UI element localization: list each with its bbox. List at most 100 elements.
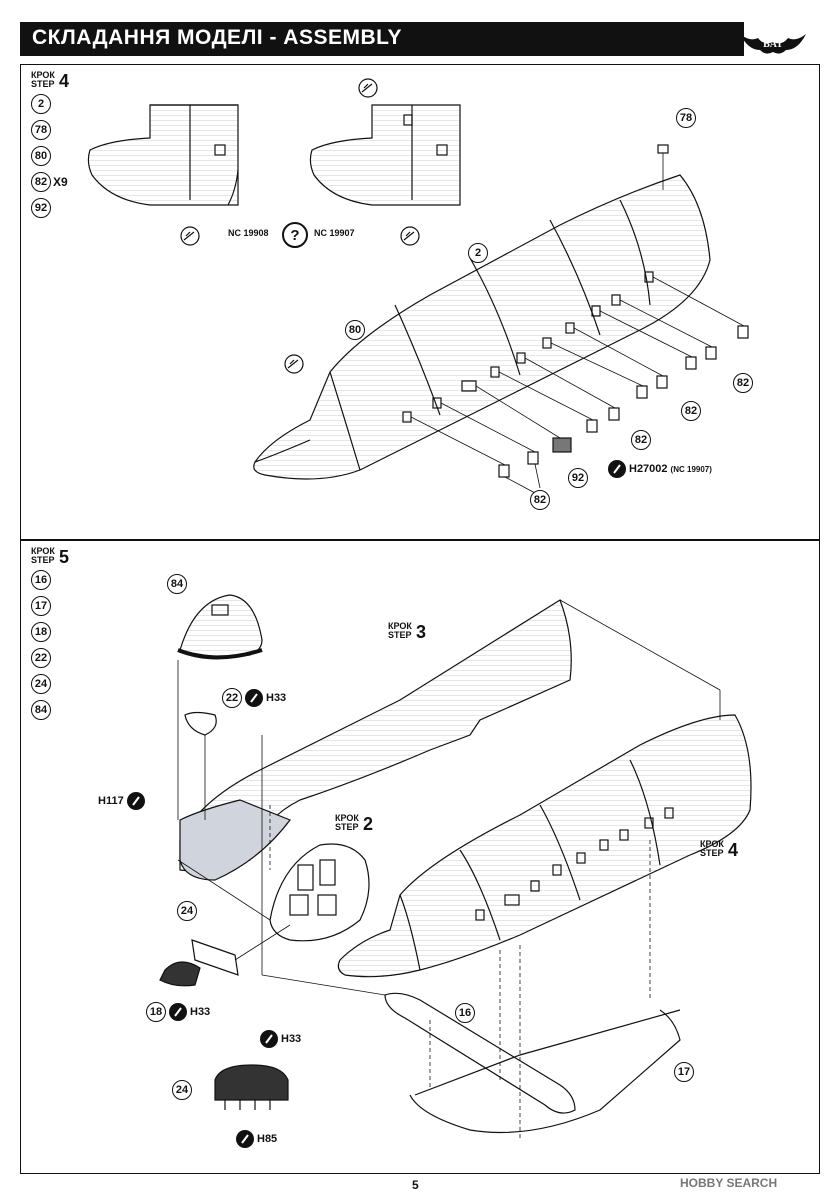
step4-krok: КРОК (31, 70, 55, 80)
callout-2: 2 (468, 243, 488, 263)
header-bar: СКЛАДАННЯ МОДЕЛІ - ASSEMBLY (20, 22, 744, 56)
paint-brush-icon (126, 792, 145, 810)
callout-16: 16 (455, 1003, 475, 1023)
glue-icon (180, 78, 420, 374)
paint-callout-h27002: H27002 (NC 19907) (608, 460, 712, 478)
variant-nc19908: NC 19908 (228, 228, 269, 238)
callout-92: 92 (568, 468, 588, 488)
guide-lines-step5 (177, 599, 721, 1140)
ref-krok: КРОК (700, 839, 724, 849)
ref-number: 2 (363, 814, 374, 834)
step4-step: STEP (31, 79, 55, 89)
ref-number: 3 (416, 622, 427, 642)
callout-18: 18 (146, 1002, 166, 1022)
part-number: 78 (31, 120, 51, 140)
nose-view-nc19908 (87, 104, 239, 206)
callout-82: 82 (530, 490, 550, 510)
watermark: HOBBY SEARCH (680, 1176, 778, 1190)
nose-part-24 (159, 939, 239, 987)
callout-h85: H85 (236, 1130, 277, 1148)
part-number: 16 (31, 570, 51, 590)
callout-22-h33: 22 H33 (222, 688, 286, 708)
ref-step2-label: КРОК STEP 2 (335, 813, 373, 834)
window-part-22 (184, 711, 217, 736)
list-item: 22 (31, 645, 51, 671)
callout-82: 82 (681, 401, 701, 421)
callout-82: 82 (733, 373, 753, 393)
cockpit-interior-step2 (269, 843, 370, 942)
fuselage-step4 (253, 174, 711, 480)
paint-brush-icon (236, 1130, 254, 1148)
callout-78: 78 (676, 108, 696, 128)
callout-84: 84 (167, 574, 187, 594)
list-item: 78 (31, 117, 68, 143)
callout-22: 22 (222, 688, 242, 708)
paint-brush-icon (245, 689, 263, 707)
step4-label: КРОК STEP 4 (31, 70, 69, 91)
nose-view-nc19907 (309, 104, 461, 206)
part-number: 22 (31, 648, 51, 668)
callout-24: 24 (172, 1080, 192, 1100)
step5-step: STEP (31, 555, 55, 565)
part-quantity: X9 (53, 175, 68, 189)
part-number: 92 (31, 198, 51, 218)
page-number: 5 (412, 1178, 419, 1192)
fuselage-upper-step3 (179, 599, 572, 881)
callout-h117: H117 (98, 792, 145, 810)
variant-nc19907: NC 19907 (314, 228, 355, 238)
part-number: 17 (31, 596, 51, 616)
ref-step: STEP (388, 630, 412, 640)
part-number: 24 (31, 674, 51, 694)
list-item: 2 (31, 91, 68, 117)
paint-code: H27002 (629, 463, 668, 475)
canopy-84 (177, 594, 263, 660)
ref-step3-label: КРОК STEP 3 (388, 621, 426, 642)
list-item: 84 (31, 697, 51, 723)
callout-82: 82 (631, 430, 651, 450)
ref-step: STEP (700, 848, 724, 858)
paint-note: (NC 19907) (670, 464, 712, 474)
paint-code: H33 (281, 1033, 302, 1045)
part-number: 2 (31, 94, 51, 114)
paint-code: H85 (257, 1133, 278, 1145)
paint-brush-icon (169, 1003, 187, 1021)
step5-label: КРОК STEP 5 (31, 547, 69, 567)
window-parts-82 (498, 144, 749, 478)
callout-24: 24 (177, 901, 197, 921)
list-item: 92 (31, 195, 68, 221)
paint-code: H117 (98, 795, 124, 807)
callout-18-h33: 18 H33 (146, 1002, 210, 1022)
variant-question-icon: ? (282, 222, 308, 248)
list-item: 17 (31, 593, 51, 619)
part-number: 84 (31, 700, 51, 720)
ref-krok: КРОК (388, 621, 412, 631)
paint-code: H33 (266, 692, 287, 704)
callout-h33-c: H33 (260, 1030, 301, 1048)
ref-step4-label: КРОК STEP 4 (700, 839, 738, 860)
callout-80: 80 (345, 320, 365, 340)
fuselage-lower-step4 (337, 714, 752, 978)
part-number: 80 (31, 146, 51, 166)
callout-17: 17 (674, 1062, 694, 1082)
bat-logo: BAT (738, 20, 808, 60)
step4-number: 4 (59, 71, 70, 91)
list-item: 80 (31, 143, 68, 169)
ref-krok: КРОК (335, 813, 359, 823)
nose-part-24-bottom (214, 1064, 289, 1110)
step5-parts-list: 16 17 18 22 24 84 (31, 567, 51, 723)
ref-number: 4 (728, 840, 739, 860)
part-number: 82 (31, 172, 51, 192)
page-title: СКЛАДАННЯ МОДЕЛІ - ASSEMBLY (32, 26, 403, 49)
leader-lines-step4 (410, 153, 745, 494)
ref-step: STEP (335, 822, 359, 832)
list-item: 24 (31, 671, 51, 697)
logo-text: BAT (763, 39, 783, 50)
part-number: 18 (31, 622, 51, 642)
fuselage-step5-windows (475, 807, 674, 921)
paint-code: H33 (190, 1006, 211, 1018)
paint-brush-icon (260, 1030, 278, 1048)
floor-part-16 (384, 992, 681, 1134)
step5-number: 5 (59, 547, 70, 567)
